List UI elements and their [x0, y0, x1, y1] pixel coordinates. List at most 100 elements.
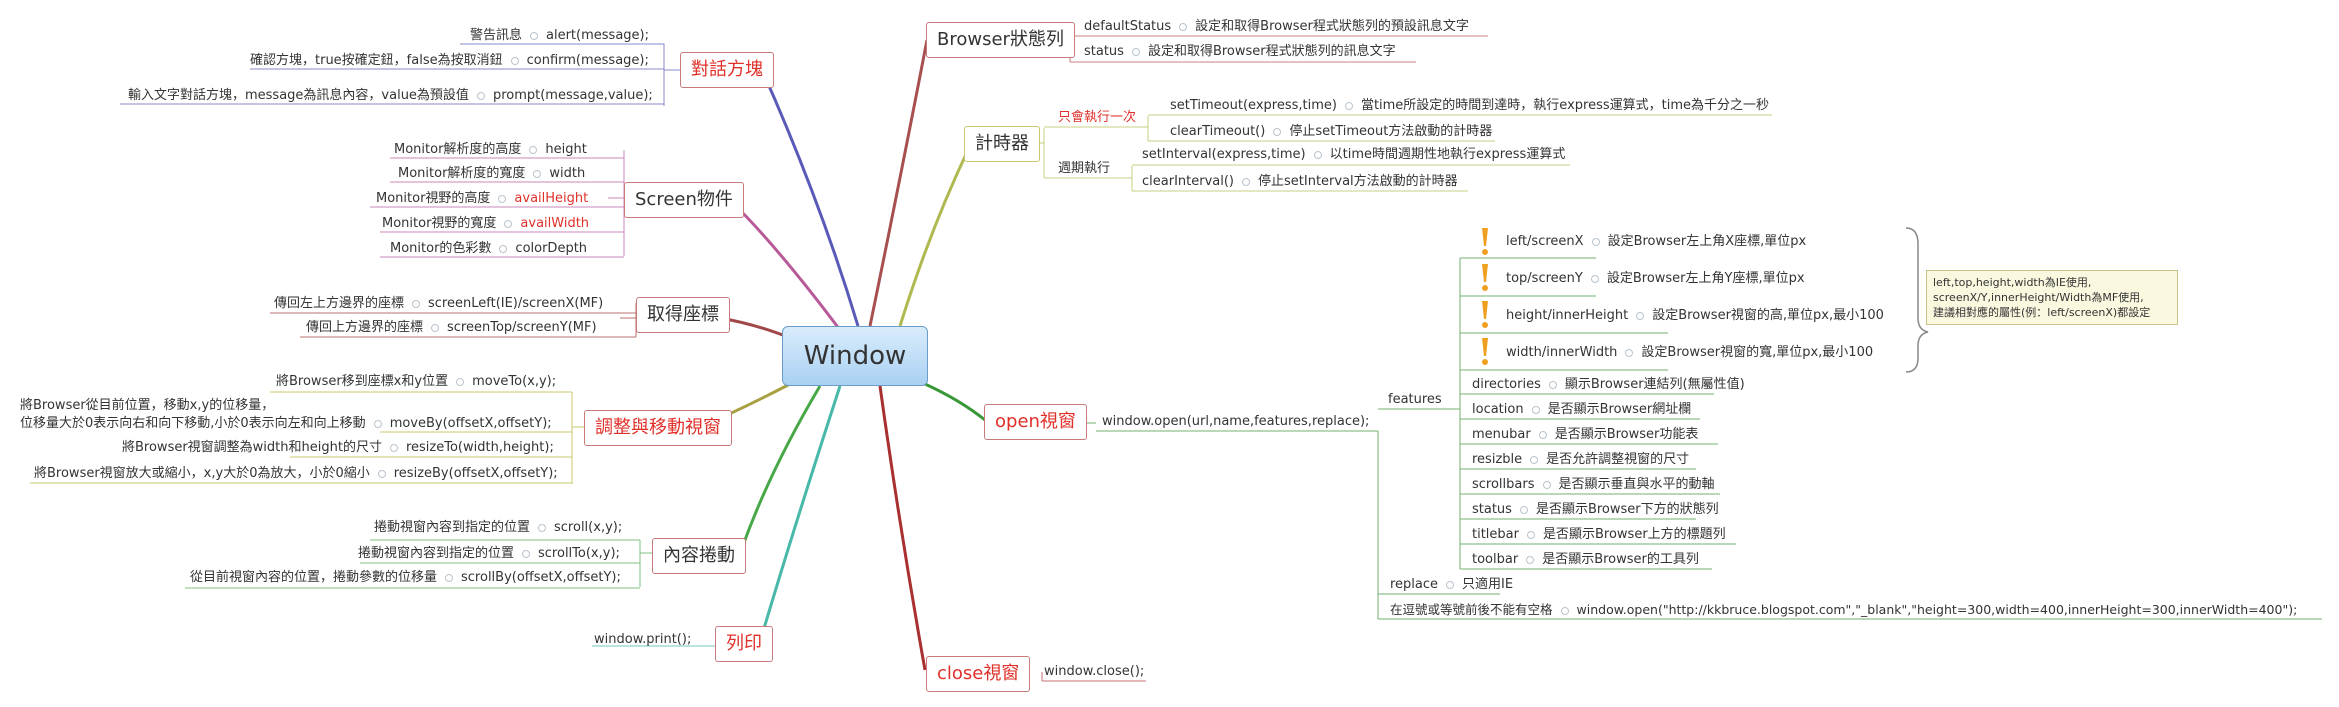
- dialog-confirm-code: confirm(message);: [526, 53, 649, 68]
- feature-toolbar-code: toolbar: [1472, 552, 1519, 567]
- bullet-icon: [1531, 405, 1540, 414]
- feature-top-desc: 設定Browser左上角Y座標,單位px: [1606, 271, 1805, 286]
- move-moveby-code: moveBy(offsetX,offsetY);: [389, 416, 552, 431]
- screen-width-code: width: [549, 166, 586, 181]
- timer-clearinterval-desc: 停止setInterval方法啟動的計時器: [1258, 174, 1458, 189]
- move-resizeto-code: resizeTo(width,height);: [405, 440, 554, 455]
- bullet-icon: [389, 443, 398, 452]
- scroll-scroll-code: scroll(x,y);: [554, 520, 623, 535]
- bullet-icon: [1179, 22, 1188, 31]
- scroll-scrollto-code: scrollTo(x,y);: [538, 546, 620, 561]
- branch-move[interactable]: 調整與移動視窗: [584, 410, 732, 446]
- timer-item-cleartimeout[interactable]: clearTimeout()停止setTimeout方法啟動的計時器: [1170, 124, 1492, 140]
- bullet-icon: [529, 145, 538, 154]
- dialog-alert-desc: 警告訊息: [470, 28, 523, 43]
- bullet-icon: [1526, 555, 1535, 564]
- bullet-icon: [377, 469, 386, 478]
- branch-close[interactable]: close視窗: [926, 656, 1031, 692]
- timer-setinterval-code: setInterval(express,time): [1142, 147, 1306, 162]
- status-item-default[interactable]: defaultStatus 設定和取得Browser程式狀態列的預設訊息文字: [1084, 19, 1469, 35]
- warning-icon: [1482, 301, 1488, 328]
- coords-top-code: screenTop/screenY(MF): [447, 320, 597, 335]
- branch-scroll[interactable]: 內容捲動: [652, 538, 746, 574]
- open-replace-code: replace: [1390, 577, 1439, 592]
- scroll-item-scrollto[interactable]: 捲動視窗內容到指定的位置 scrollTo(x,y);: [358, 546, 620, 562]
- screen-availwidth-desc: Monitor視野的寬度: [382, 216, 497, 231]
- bullet-icon: [499, 244, 508, 253]
- branch-open[interactable]: open視窗: [984, 404, 1087, 440]
- feature-titlebar-desc: 是否顯示Browser上方的標題列: [1542, 527, 1726, 542]
- timer-item-clearinterval[interactable]: clearInterval() 停止setInterval方法啟動的計時器: [1142, 174, 1458, 190]
- feature-height-desc: 設定Browser視窗的高,單位px,最小100: [1652, 308, 1884, 323]
- timer-period-label: 週期執行: [1058, 161, 1111, 176]
- feature-titlebar-code: titlebar: [1472, 527, 1519, 542]
- center-node-window[interactable]: Window: [782, 326, 928, 386]
- open-feature-titlebar[interactable]: titlebar 是否顯示Browser上方的標題列: [1472, 527, 1726, 543]
- move-resizeby-code: resizeBy(offsetX,offsetY);: [393, 466, 558, 481]
- timer-once-label: 只會執行一次: [1058, 110, 1137, 125]
- bullet-icon: [1636, 311, 1645, 320]
- open-call[interactable]: window.open(url,name,features,replace);: [1102, 414, 1370, 429]
- timer-setinterval-desc: 以time時間週期性地執行express運算式: [1329, 147, 1566, 162]
- move-item-resizeby[interactable]: 將Browser視窗放大或縮小，x,y大於0為放大，小於0縮小 resizeBy(…: [34, 466, 558, 482]
- timer-item-settimeout[interactable]: setTimeout(express,time)當time所設定的時間到達時，執…: [1170, 98, 1769, 114]
- timer-item-setinterval[interactable]: setInterval(express,time) 以time時間週期性地執行ex…: [1142, 147, 1565, 163]
- timer-clearinterval-code: clearInterval(): [1142, 174, 1234, 189]
- scroll-scrollto-desc: 捲動視窗內容到指定的位置: [358, 546, 515, 561]
- status-default-desc: 設定和取得Browser程式狀態列的預設訊息文字: [1195, 19, 1469, 34]
- bullet-icon: [1625, 348, 1634, 357]
- move-item-moveby-desc1: 將Browser從目前位置，移動x,y的位移量，: [20, 398, 275, 413]
- branch-screen[interactable]: Screen物件: [624, 182, 744, 218]
- branch-print[interactable]: 列印: [715, 626, 773, 662]
- branch-dialog[interactable]: 對話方塊: [680, 52, 774, 88]
- branch-timer[interactable]: 計時器: [964, 126, 1040, 162]
- screen-colordepth-desc: Monitor的色彩數: [390, 241, 492, 256]
- status-default-code: defaultStatus: [1084, 19, 1172, 34]
- bullet-icon: [476, 91, 485, 100]
- timer-cleartimeout-desc: 停止setTimeout方法啟動的計時器: [1289, 124, 1493, 139]
- bullet-icon: [533, 169, 542, 178]
- coords-left-code: screenLeft(IE)/screenX(MF): [428, 296, 604, 311]
- branch-coords[interactable]: 取得座標: [636, 297, 730, 333]
- print-code[interactable]: window.print();: [594, 632, 692, 647]
- warning-icon: [1482, 264, 1488, 291]
- bullet-icon: [1344, 101, 1353, 110]
- bullet-icon: [498, 194, 507, 203]
- feature-directories-code: directories: [1472, 377, 1541, 392]
- branch-status[interactable]: Browser狀態列: [926, 22, 1075, 58]
- close-code[interactable]: window.close();: [1044, 664, 1145, 679]
- features-note: left,top,height,width為IE使用, screenX/Y,in…: [1926, 270, 2178, 325]
- move-resizeby-desc: 將Browser視窗放大或縮小，x,y大於0為放大，小於0縮小: [34, 466, 370, 481]
- feature-scrollbars-desc: 是否顯示垂直與水平的動軸: [1558, 477, 1715, 492]
